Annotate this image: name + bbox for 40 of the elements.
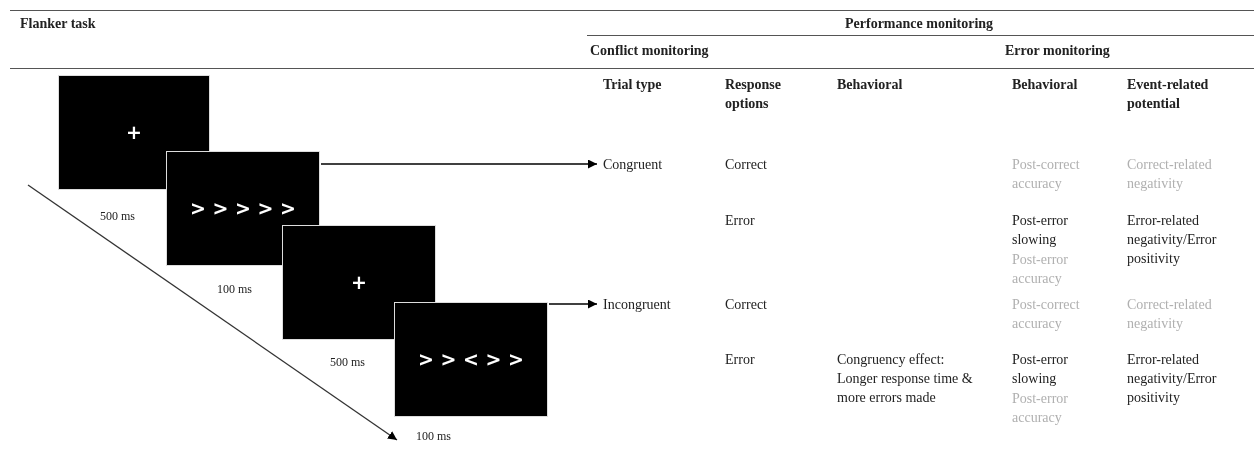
cell-text: Post-error slowing [1012, 212, 1069, 249]
cell-text: Error [725, 212, 756, 230]
column-header: Response options [725, 76, 782, 113]
stimulus-symbols: > > < > > [417, 350, 525, 369]
section-heading: Error monitoring [1005, 42, 1110, 60]
cell-text: Post-error slowing [1012, 351, 1069, 388]
column-header: Behavioral [837, 76, 904, 94]
cell-text: Correct [725, 296, 768, 314]
cell-text: Correct-related negativity [1127, 156, 1213, 193]
trial-type-text: Incongruent [603, 295, 671, 314]
column-header: Event-related potential [1127, 76, 1210, 113]
duration-label: 500 ms [330, 354, 365, 371]
cell-text: Error [725, 351, 756, 369]
section-heading: Flanker task [20, 15, 96, 33]
cell-text: Post-correct accuracy [1012, 156, 1081, 193]
cell-text: Correct-related negativity [1127, 296, 1213, 333]
stimulus-screen [394, 302, 548, 417]
cell-text: Post-error accuracy [1012, 251, 1069, 288]
column-header: Trial type [603, 76, 663, 94]
duration-label: 100 ms [217, 281, 252, 298]
column-header: Behavioral [1012, 76, 1079, 94]
stimulus-screen [58, 75, 210, 190]
duration-label: 100 ms [416, 428, 451, 445]
cell-text: Error-related negativity/Error positivity [1127, 351, 1218, 407]
section-heading: Performance monitoring [845, 15, 994, 33]
trial-type-text: Congruent [603, 155, 663, 174]
section-heading: Conflict monitoring [590, 42, 709, 60]
cell-text: Post-error accuracy [1012, 390, 1069, 427]
cell-text: Congruency effect: Longer response time & more errors made [837, 351, 974, 407]
stimulus-symbols: + [351, 273, 367, 292]
duration-label: 500 ms [100, 208, 135, 225]
stimulus-screen [166, 151, 320, 266]
arrow [320, 159, 598, 169]
cell-text: Error-related negativity/Error positivity [1127, 212, 1218, 268]
stimulus-symbols: > > > > > [189, 199, 297, 218]
cell-text: Post-correct accuracy [1012, 296, 1081, 333]
stimulus-screen [282, 225, 436, 340]
stimulus-symbols: + [126, 123, 142, 142]
cell-text: Correct [725, 156, 768, 174]
arrow [548, 299, 598, 309]
